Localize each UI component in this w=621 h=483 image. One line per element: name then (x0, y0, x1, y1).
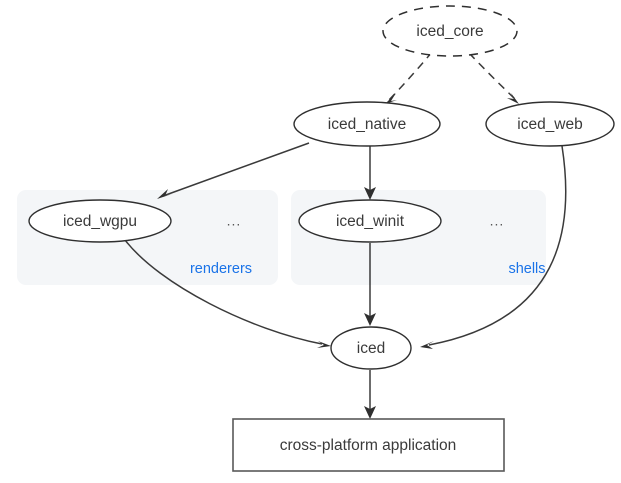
node-iced-shape[interactable] (330, 326, 412, 370)
cluster-shells-label: shells (508, 261, 545, 277)
node-iced-core[interactable]: iced_core (382, 5, 518, 57)
cluster-shells-ellipsis: ... (490, 213, 505, 229)
edge-iced-web-to-iced (420, 145, 567, 349)
node-iced-wgpu-label: iced_wgpu (63, 213, 137, 230)
node-iced-wgpu[interactable]: iced_wgpu (28, 199, 172, 243)
node-iced-wgpu-shape[interactable] (28, 199, 172, 243)
node-application-label: cross-platform application (280, 437, 457, 454)
edge-iced-core-to-iced-native (385, 51, 433, 104)
edge-iced-winit-to-iced (364, 243, 376, 326)
edge-iced-wgpu-to-iced (124, 239, 331, 348)
node-iced-label: iced (357, 340, 385, 357)
node-iced[interactable]: iced (330, 326, 412, 370)
cluster-renderers-label: renderers (190, 261, 252, 277)
node-iced-native-label: iced_native (328, 116, 406, 133)
node-iced-winit[interactable]: iced_winit (298, 199, 442, 243)
node-iced-core-shape[interactable] (382, 5, 518, 57)
node-iced-web[interactable]: iced_web (485, 101, 615, 147)
edge-iced-to-application (364, 370, 376, 419)
node-iced-core-label: iced_core (416, 23, 483, 40)
edge-iced-native-to-iced-winit (364, 146, 376, 200)
node-iced-web-shape[interactable] (485, 101, 615, 147)
cluster-renderers-ellipsis: ... (227, 213, 242, 229)
edge-iced-native-to-iced-wgpu (157, 142, 310, 199)
node-iced-winit-shape[interactable] (298, 199, 442, 243)
node-iced-native[interactable]: iced_native (293, 101, 441, 147)
node-iced-web-label: iced_web (517, 116, 583, 133)
node-cross-platform-application[interactable]: cross-platform application (232, 418, 505, 472)
node-application-shape[interactable] (232, 418, 505, 472)
edge-iced-core-to-iced-web (468, 52, 519, 104)
node-iced-winit-label: iced_winit (336, 213, 405, 230)
node-iced-native-shape[interactable] (293, 101, 441, 147)
